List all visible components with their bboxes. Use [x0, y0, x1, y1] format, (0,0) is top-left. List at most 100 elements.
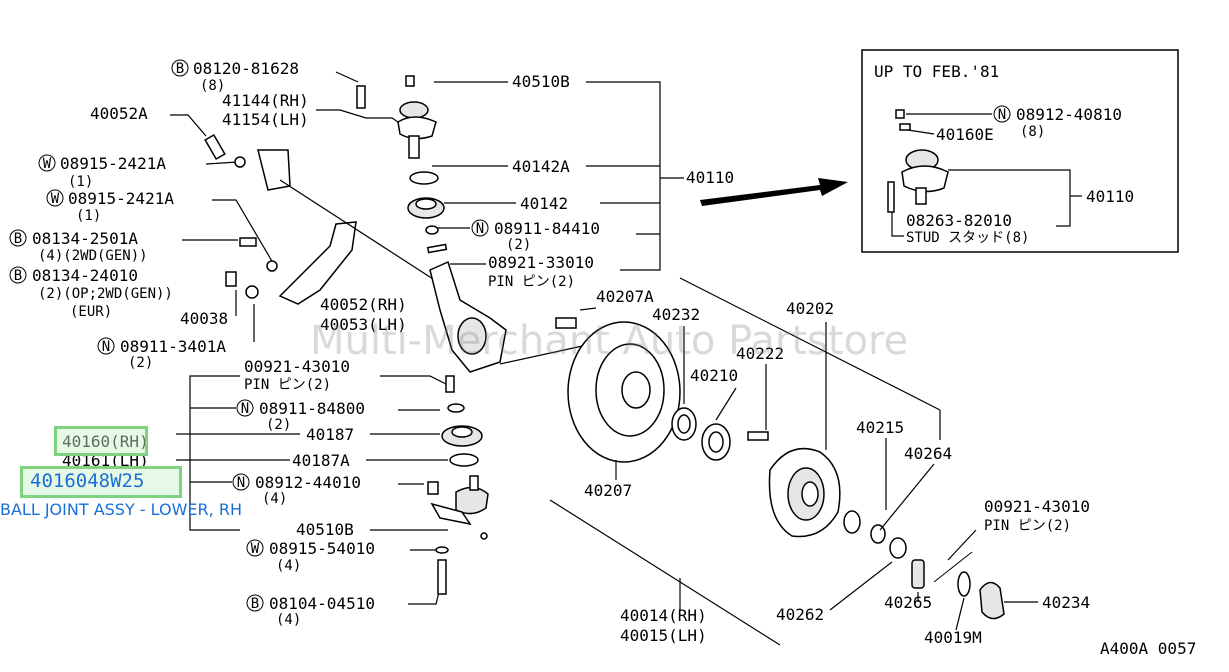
part-label-41144[interactable]: 41144(RH)	[222, 91, 309, 110]
part-label-40210[interactable]: 40210	[690, 366, 738, 385]
part-label-40019m[interactable]: 40019M	[924, 628, 982, 647]
inset-title: UP TO FEB.'81	[874, 62, 999, 81]
callout-08911-84800[interactable]: N 08911-84800 (2)	[236, 399, 365, 433]
part-label-41154[interactable]: 41154(LH)	[222, 110, 309, 129]
nut-prefix: N	[998, 107, 1006, 123]
part-label-40142[interactable]: 40142	[520, 194, 568, 213]
part-label-40215[interactable]: 40215	[856, 418, 904, 437]
part-label-00921-left[interactable]: 00921-43010	[244, 357, 350, 376]
part-label-08134-2501a: 08134-2501A	[32, 229, 138, 248]
callout-08915-54010[interactable]: W 08915-54010 (4)	[246, 539, 375, 574]
part-label-08911-84800: 08911-84800	[259, 399, 365, 418]
part-label-40187[interactable]: 40187	[306, 425, 354, 444]
arrow-to-inset	[700, 178, 848, 206]
qty-08911-84410: (2)	[506, 237, 531, 253]
inset-stud-label: STUD スタッド(8)	[906, 230, 1029, 246]
part-label-00921-right[interactable]: 00921-43010	[984, 497, 1090, 516]
qty-08915b: (1)	[76, 208, 101, 224]
part-label-08921-33010[interactable]: 08921-33010	[488, 253, 594, 272]
lower-ball-joint-drawing	[427, 375, 489, 595]
part-label-40510b-top[interactable]: 40510B	[512, 72, 570, 91]
qty-08912-44010: (4)	[262, 491, 287, 507]
inset-part-40110[interactable]: 40110	[1086, 187, 1134, 206]
part-label-00921-left-pin: PIN ピン(2)	[244, 377, 331, 393]
part-label-40207[interactable]: 40207	[584, 481, 632, 500]
part-label-40202[interactable]: 40202	[786, 299, 834, 318]
part-label-40222[interactable]: 40222	[736, 344, 784, 363]
full-part-number[interactable]: 4016048W25	[30, 470, 145, 492]
inset-qty-08912: (8)	[1020, 124, 1045, 140]
bracket-drawing	[204, 133, 451, 305]
bolt-prefix: B	[14, 268, 22, 284]
part-label-40510b-bottom[interactable]: 40510B	[296, 520, 354, 539]
bearing-drawing	[671, 407, 769, 461]
part-label-40015-lh[interactable]: 40015(LH)	[620, 626, 707, 645]
part-label-40207a[interactable]: 40207A	[596, 287, 654, 306]
inset-up-to-feb-81: UP TO FEB.'81 N 08912-40810 (8) 40160E 4…	[861, 49, 1179, 253]
part-label-40142a[interactable]: 40142A	[512, 157, 570, 176]
qty-08915-54010: (4)	[276, 558, 301, 574]
part-label-40234[interactable]: 40234	[1042, 593, 1090, 612]
qty-08104-04510: (4)	[276, 612, 301, 628]
part-label-08921-pin: PIN ピン(2)	[488, 274, 575, 290]
qty-08134a: (4)(2WD(GEN))	[38, 248, 148, 264]
hub-nut-group-drawing	[889, 537, 1005, 620]
nut-prefix: N	[237, 475, 245, 491]
part-label-40052-rh[interactable]: 40052(RH)	[320, 295, 407, 314]
qty-08134b: (2)(OP;2WD(GEN))	[38, 286, 173, 302]
qty-08911-84800: (2)	[266, 417, 291, 433]
part-label-08104-04510: 08104-04510	[269, 594, 375, 613]
part-label-40160-rh[interactable]: 40160(RH)	[62, 432, 149, 451]
callout-08915-2421a-1[interactable]: W 08915-2421A (1)	[38, 154, 166, 190]
brake-disc-drawing	[555, 317, 681, 463]
part-label-40187a[interactable]: 40187A	[292, 451, 350, 470]
part-label-40232[interactable]: 40232	[652, 305, 700, 324]
region-eur: (EUR)	[70, 304, 112, 320]
part-description: BALL JOINT ASSY - LOWER, RH	[0, 500, 242, 519]
part-label-40014-rh[interactable]: 40014(RH)	[620, 606, 707, 625]
highlight-box-part-40160[interactable]	[54, 426, 148, 456]
wheel-hub-drawing	[768, 447, 886, 544]
part-label-00921-right-pin: PIN ピン(2)	[984, 518, 1071, 534]
callout-08912-44010[interactable]: N 08912-44010 (4)	[232, 473, 361, 507]
bolt-prefix: B	[14, 231, 22, 247]
part-label-40038[interactable]: 40038	[180, 309, 228, 328]
bolt-prefix: B	[251, 596, 259, 612]
qty-08120: (8)	[200, 78, 225, 94]
inset-part-08263-82010[interactable]: 08263-82010	[906, 211, 1012, 230]
qty-08915a: (1)	[68, 174, 93, 190]
part-label-08120-81628: 08120-81628	[193, 59, 299, 78]
nut-prefix: N	[241, 401, 249, 417]
part-label-08134-24010: 08134-24010	[32, 266, 138, 285]
part-label-40262[interactable]: 40262	[776, 605, 824, 624]
part-label-40053-lh[interactable]: 40053(LH)	[320, 315, 407, 334]
highlight-box-full-part-number[interactable]	[20, 466, 182, 498]
inset-part-08912-40810[interactable]: 08912-40810	[1016, 105, 1122, 124]
part-label-40265[interactable]: 40265	[884, 593, 932, 612]
part-label-08912-44010: 08912-44010	[255, 473, 361, 492]
nut-prefix: N	[102, 339, 110, 355]
callout-08120-81628[interactable]: B 08120-81628 (8)	[171, 59, 299, 94]
part-label-40110[interactable]: 40110	[686, 168, 734, 187]
nut-prefix: N	[476, 221, 484, 237]
part-label-08915-2421a-1: 08915-2421A	[60, 154, 166, 173]
inset-part-40160e[interactable]: 40160E	[936, 125, 994, 144]
part-label-40264[interactable]: 40264	[904, 444, 952, 463]
callout-08911-84410[interactable]: N 08911-84410 (2)	[471, 219, 600, 253]
part-label-40052a[interactable]: 40052A	[90, 104, 148, 123]
washer-prefix: W	[43, 156, 52, 172]
washer-prefix: W	[251, 541, 260, 557]
diagram-reference-code: A400A 0057	[1100, 639, 1196, 658]
callout-08134-24010[interactable]: B 08134-24010 (2)(OP;2WD(GEN)) (EUR)	[9, 266, 173, 320]
callout-08104-04510[interactable]: B 08104-04510 (4)	[246, 594, 375, 628]
part-label-08915-54010: 08915-54010	[269, 539, 375, 558]
washer-prefix: W	[51, 191, 60, 207]
callout-08134-2501a[interactable]: B 08134-2501A (4)(2WD(GEN))	[9, 229, 148, 264]
part-label-08915-2421a-2: 08915-2421A	[68, 189, 174, 208]
callout-08911-3401a[interactable]: N 08911-3401A (2)	[97, 337, 226, 371]
callout-08915-2421a-2[interactable]: W 08915-2421A (1)	[46, 189, 174, 224]
qty-08911-3401a: (2)	[128, 355, 153, 371]
bolt-prefix: B	[176, 61, 184, 77]
